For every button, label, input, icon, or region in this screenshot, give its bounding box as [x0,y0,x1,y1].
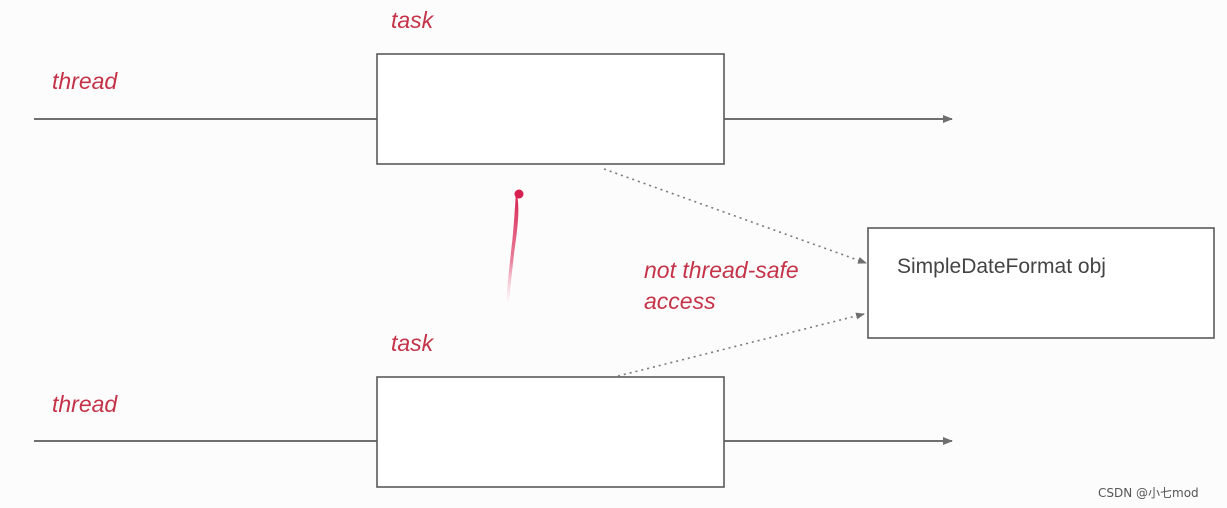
pen-stroke-mark [506,189,524,305]
bottom-thread-label: thread [52,391,118,417]
top-access-arrow [603,168,867,264]
bottom-access-arrow [617,312,865,377]
access-note: not thread-safe access [644,255,799,317]
shared-object-label: SimpleDateFormat obj [897,255,1106,278]
bottom-task-box [376,376,725,488]
shared-object-box [867,227,1215,339]
top-thread-label: thread [52,68,118,94]
watermark: CSDN @小七mod [1098,486,1199,500]
bottom-task-label: task [391,330,434,356]
top-task-label: task [391,7,434,33]
top-task-box [376,53,725,165]
access-note-line-2: access [644,288,716,314]
access-note-line-1: not thread-safe [644,257,799,283]
